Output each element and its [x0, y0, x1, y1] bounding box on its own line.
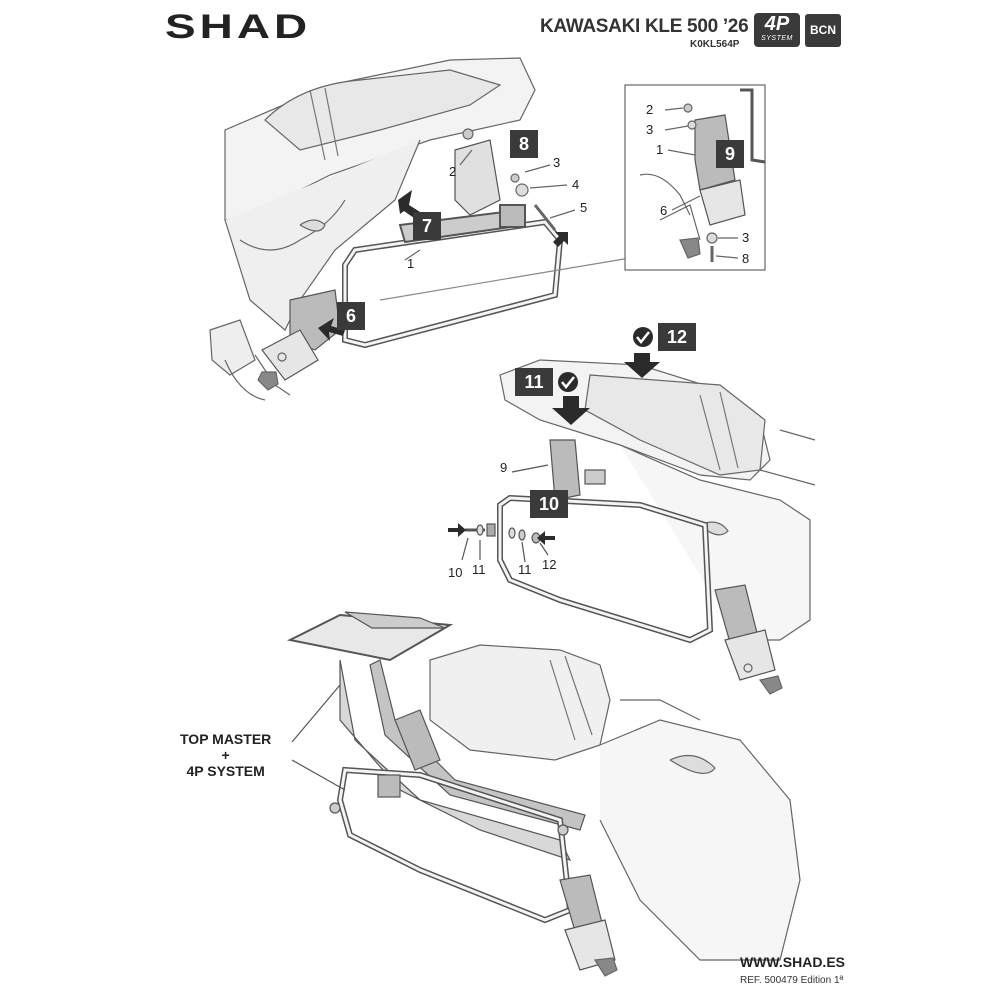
part-number: 5	[580, 200, 588, 215]
down-arrow-icon	[552, 396, 590, 425]
part-number: 3	[553, 155, 561, 170]
part-number: 3	[742, 230, 750, 245]
bcn-badge: BCN	[805, 14, 841, 47]
down-arrow-icon	[624, 353, 660, 378]
check-circle-icon	[633, 327, 653, 347]
step-10-label: 10	[530, 490, 568, 518]
detail-inset-drawing	[639, 88, 766, 262]
top-master-line-1: TOP MASTER	[180, 731, 272, 747]
reference-edition: REF. 500479 Edition 1ª	[740, 975, 844, 986]
side-rack-frame-2	[497, 439, 783, 695]
part-number: 1	[407, 256, 415, 271]
top-master-label: TOP MASTER + 4P SYSTEM	[180, 731, 271, 779]
right-arrow-icon	[318, 318, 345, 341]
part-number: 3	[646, 122, 654, 137]
check-circle-icon	[558, 372, 578, 392]
up-left-arrow-icon	[553, 232, 568, 247]
top-master-line-2: +	[221, 747, 230, 763]
part-number: 11	[472, 562, 486, 577]
motorcycle-tail-view-3	[429, 644, 801, 961]
model-title: KAWASAKI KLE 500 ’26	[540, 16, 749, 37]
shad-logo: SHAD	[165, 8, 312, 46]
side-rack-frame-3	[329, 766, 618, 977]
part-number: 11	[518, 562, 532, 577]
part-number: 12	[542, 557, 557, 572]
part-number: 4	[572, 177, 580, 192]
left-arrow-icon	[537, 531, 555, 545]
step-11-label: 11	[515, 368, 553, 396]
part-number: 8	[742, 251, 750, 266]
right-arrow-icon	[448, 523, 466, 537]
part-number: 9	[500, 460, 508, 475]
4p-system-badge: 4P SYSTEM	[754, 13, 800, 47]
part-number: 2	[449, 164, 457, 179]
step-12-label: 12	[658, 323, 696, 351]
step-9-label: 9	[716, 140, 744, 168]
step-6-label: 6	[337, 302, 365, 330]
part-number: 2	[646, 102, 654, 117]
4p-badge-subtext: SYSTEM	[761, 35, 793, 42]
top-master-line-3: 4P SYSTEM	[186, 763, 265, 779]
step-8-label: 8	[510, 130, 538, 158]
kit-code: K0KL564P	[690, 39, 740, 50]
website-link[interactable]: WWW.SHAD.ES	[740, 954, 845, 970]
up-left-arrow-icon	[398, 190, 420, 218]
part-number: 10	[448, 565, 463, 580]
part-number: 6	[660, 203, 668, 218]
4p-badge-text: 4P	[764, 13, 790, 35]
part-number: 1	[656, 142, 664, 157]
step-7-label: 7	[413, 212, 441, 240]
